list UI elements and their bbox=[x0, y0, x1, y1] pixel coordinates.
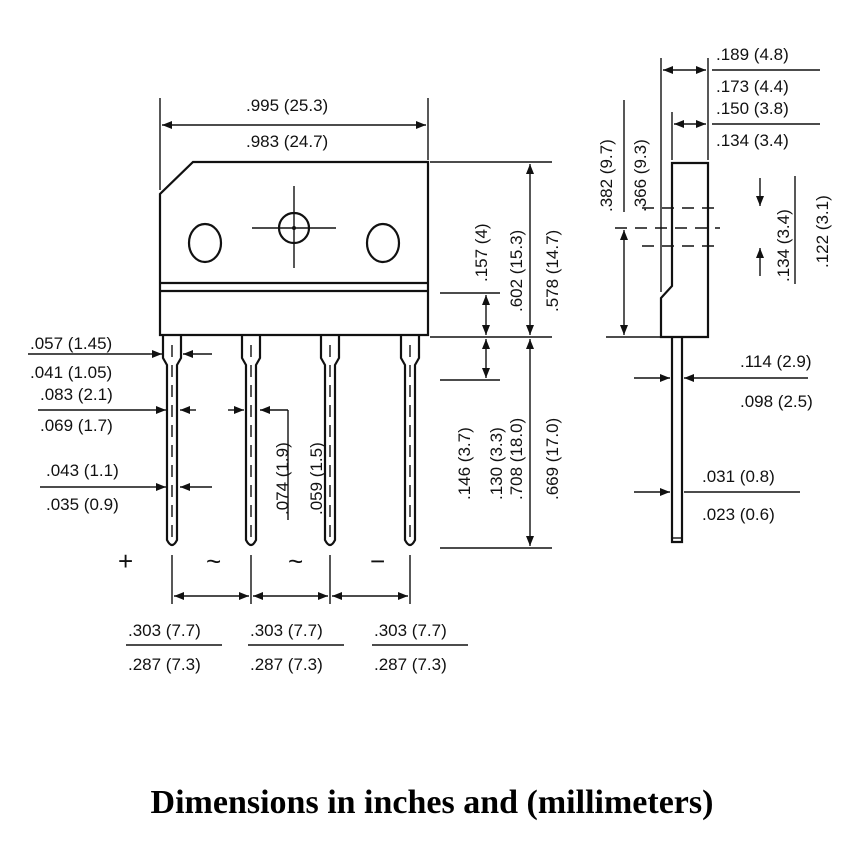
pitch-3-max: .303 (7.7) bbox=[374, 621, 447, 640]
package-body bbox=[158, 160, 430, 337]
side-view: .189 (4.8) .173 (4.4) .150 (3.8) .134 (3… bbox=[597, 45, 832, 544]
side-thin-min: .134 (3.4) bbox=[716, 131, 789, 150]
side-thickness-max: .189 (4.8) bbox=[716, 45, 789, 64]
side-lead-tip-max: .031 (0.8) bbox=[702, 467, 775, 486]
body-height-min: .578 (14.7) bbox=[543, 230, 562, 312]
pitch-1-min: .287 (7.3) bbox=[128, 655, 201, 674]
lead-width-bottom-max: .043 (1.1) bbox=[46, 461, 119, 480]
side-thickness-min: .173 (4.4) bbox=[716, 77, 789, 96]
lead-width-top-min: .041 (1.05) bbox=[30, 363, 112, 382]
lead-length-min: .669 (17.0) bbox=[543, 418, 562, 500]
lead-length-max: .708 (18.0) bbox=[507, 418, 526, 500]
pin-label-plus: + bbox=[118, 546, 133, 576]
pitch-1-max: .303 (7.7) bbox=[128, 621, 201, 640]
side-hole-right bbox=[365, 222, 401, 264]
lead-1 bbox=[161, 335, 183, 547]
lead-width-bottom-min: .035 (0.9) bbox=[46, 495, 119, 514]
side-body bbox=[659, 161, 710, 339]
lead-gap-max: .083 (2.1) bbox=[40, 385, 113, 404]
lead-inner-min: .059 (1.5) bbox=[307, 442, 326, 515]
pitch-3-min: .287 (7.3) bbox=[374, 655, 447, 674]
side-hole-dia-min: .122 (3.1) bbox=[813, 195, 832, 268]
lead-3 bbox=[319, 335, 341, 547]
pitch-2-max: .303 (7.7) bbox=[250, 621, 323, 640]
caption: Dimensions in inches and (millimeters) bbox=[150, 784, 714, 821]
side-thin-max: .150 (3.8) bbox=[716, 99, 789, 118]
shoulder-max: .146 (3.7) bbox=[455, 427, 474, 500]
body-width-min: .983 (24.7) bbox=[246, 132, 328, 151]
pitch-2-min: .287 (7.3) bbox=[250, 655, 323, 674]
pin-label-ac-1: ~ bbox=[206, 546, 221, 576]
pin-label-minus: − bbox=[370, 546, 385, 576]
side-lead-thickness-min: .098 (2.5) bbox=[740, 392, 813, 411]
lead-width-top-max: .057 (1.45) bbox=[30, 334, 112, 353]
lead-4 bbox=[399, 335, 421, 547]
side-lead-thickness-max: .114 (2.9) bbox=[740, 352, 812, 371]
hole-from-top-label: .157 (4) bbox=[472, 223, 491, 282]
side-lead-tip-min: .023 (0.6) bbox=[702, 505, 775, 524]
body-height-max: .602 (15.3) bbox=[507, 230, 526, 312]
pin-label-ac-2: ~ bbox=[288, 546, 303, 576]
side-hole-dia-max: .134 (3.4) bbox=[774, 209, 793, 282]
lead-inner-max: .074 (1.9) bbox=[273, 442, 292, 515]
front-view: + ~ ~ − .995 (25.3) .983 (24.7) .157 (4)… bbox=[28, 96, 562, 674]
body-width-max: .995 (25.3) bbox=[246, 96, 328, 115]
side-hole-height-min: .366 (9.3) bbox=[631, 139, 650, 212]
lead-2 bbox=[240, 335, 262, 547]
side-hole-height-max: .382 (9.7) bbox=[597, 139, 616, 212]
center-dot bbox=[292, 226, 296, 230]
side-hole-left bbox=[187, 222, 223, 264]
lead-gap-min: .069 (1.7) bbox=[40, 416, 113, 435]
shoulder-min: .130 (3.3) bbox=[487, 427, 506, 500]
side-lead bbox=[670, 337, 684, 544]
leads bbox=[161, 335, 421, 547]
